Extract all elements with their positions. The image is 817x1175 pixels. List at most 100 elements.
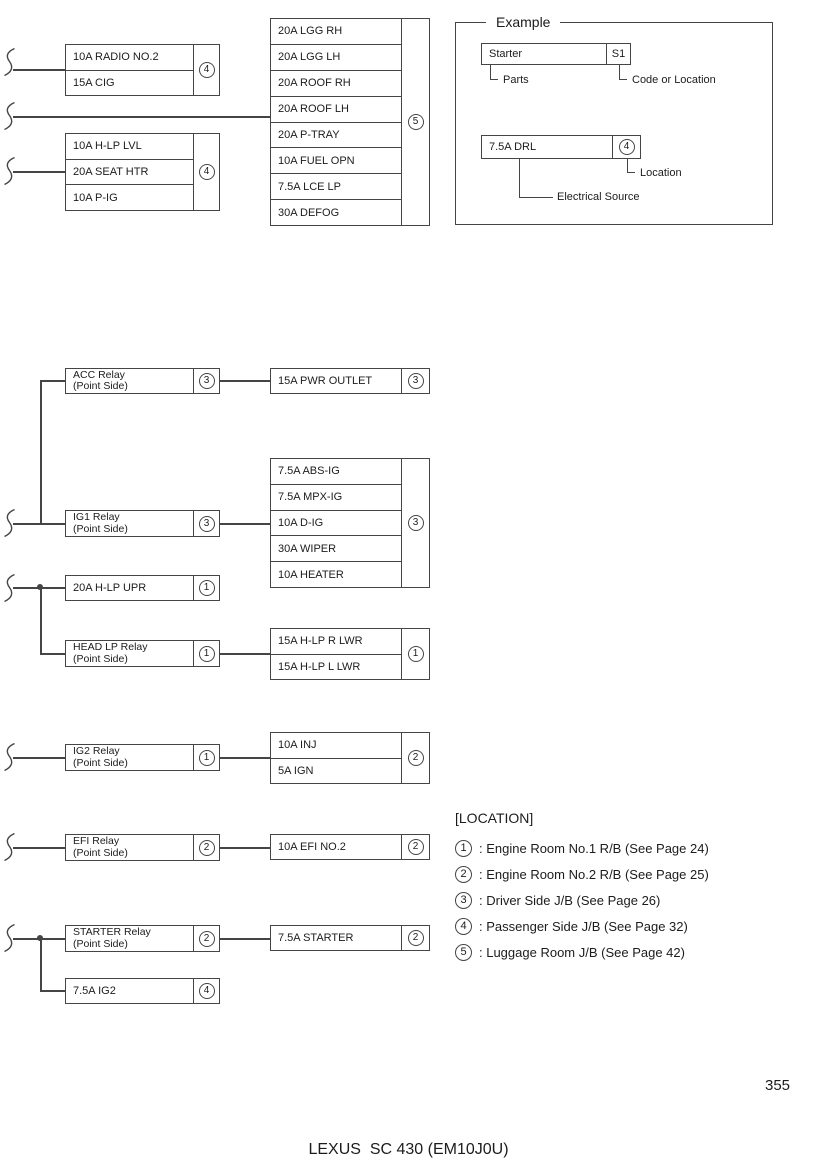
fuse-block-pwr-outlet: 15A PWR OUTLET 3 [270, 368, 430, 394]
connector-line [40, 938, 42, 991]
location-badge: 1 [455, 840, 472, 857]
relay-side: (Point Side) [73, 522, 128, 535]
location-cell: 2 [193, 926, 219, 951]
code-cell: S1 [606, 44, 630, 64]
fuse-label: 7.5A ABS-IG [271, 459, 401, 485]
fuse-label: 15A CIG [73, 76, 115, 89]
legend-item: 4 : Passenger Side J/B (See Page 32) [455, 918, 688, 935]
fuse-label: 10A RADIO NO.2 [66, 45, 193, 71]
relay-box-ig2: IG2 Relay (Point Side) 1 [65, 744, 220, 771]
fuse-block-hlp-upr: 20A H-LP UPR 1 [65, 575, 220, 601]
location-cell: 1 [193, 745, 219, 770]
relay-name: EFI Relay [73, 835, 120, 847]
connector-line [13, 171, 65, 173]
connector-line [13, 847, 65, 849]
legend-item: 5 : Luggage Room J/B (See Page 42) [455, 944, 685, 961]
location-cell: 3 [193, 369, 219, 393]
location-badge: 3 [198, 373, 215, 389]
relay-side: (Point Side) [73, 756, 128, 769]
wire-break-icon [3, 832, 16, 867]
relay-box-starter: STARTER Relay (Point Side) 2 [65, 925, 220, 952]
location-badge: 5 [455, 944, 472, 961]
callout-electrical-source: Electrical Source [557, 191, 640, 203]
location-badge: 2 [407, 839, 424, 855]
wire-break-icon [3, 156, 16, 191]
legend-title: [LOCATION] [455, 810, 534, 826]
connector-line [220, 847, 270, 849]
location-badge: 1 [198, 645, 215, 662]
fuse-label: 10A HEATER [278, 568, 344, 581]
wire-break-icon [3, 923, 16, 958]
callout-elbow [619, 65, 627, 80]
location-badge: 2 [198, 839, 215, 856]
fuse-block-hlp-lwr: 15A H-LP R LWR 15A H-LP L LWR 1 [270, 628, 430, 680]
wire-break-icon [3, 742, 16, 777]
page-number: 355 [765, 1077, 791, 1094]
fuse-label: 15A H-LP L LWR [278, 660, 361, 673]
location-badge: 2 [198, 930, 215, 947]
callout-code: Code or Location [632, 74, 716, 86]
page-footer: LEXUS SC 430 (EM10J0U) [308, 1141, 509, 1158]
relay-name: ACC Relay [73, 368, 125, 381]
location-badge: 1 [198, 580, 215, 596]
connector-line [13, 69, 65, 71]
callout-parts: Parts [503, 74, 529, 86]
location-badge: 2 [407, 750, 424, 766]
connector-line [13, 523, 65, 525]
connector-line [220, 523, 270, 525]
wire-break-icon [3, 508, 16, 543]
example-panel: Example Starter S1 Parts Code or Locatio… [455, 14, 773, 225]
connector-line [40, 990, 65, 992]
legend-text: : Engine Room No.2 R/B (See Page 25) [479, 867, 709, 882]
fuse-block-hlp: 10A H-LP LVL 20A SEAT HTR 10A P-IG 4 [65, 133, 220, 211]
fuse-label: 7.5A STARTER [278, 932, 354, 944]
location-badge: 4 [618, 139, 635, 155]
location-badge: 1 [407, 646, 424, 662]
fuse-label: 7.5A IG2 [73, 985, 116, 997]
fuse-block-luggage: 20A LGG RH 20A LGG LH 20A ROOF RH 20A RO… [270, 18, 430, 226]
location-badge: 1 [198, 749, 215, 766]
fuse-label: 20A ROOF LH [271, 97, 401, 123]
connector-line [40, 587, 42, 654]
relay-box-head-lp: HEAD LP Relay (Point Side) 1 [65, 640, 220, 667]
location-badge: 5 [407, 114, 424, 130]
location-badge: 2 [455, 866, 472, 883]
relay-side: (Point Side) [73, 937, 128, 950]
connector-line [220, 938, 270, 940]
relay-box-acc: ACC Relay (Point Side) 3 [65, 368, 220, 394]
location-cell: 2 [401, 835, 429, 859]
example-source-label: 7.5A DRL [489, 141, 537, 153]
location-cell: 4 [193, 979, 219, 1003]
fuse-label: 20A P-TRAY [271, 123, 401, 149]
callout-location: Location [640, 167, 682, 179]
location-cell: 4 [612, 136, 640, 158]
fuse-block-ig2-fuse: 7.5A IG2 4 [65, 978, 220, 1004]
fuse-label: 10A P-IG [73, 191, 118, 204]
wire-break-icon [3, 573, 16, 608]
location-badge: 3 [407, 515, 424, 531]
connector-line [40, 380, 42, 524]
relay-side: (Point Side) [73, 380, 128, 392]
location-cell: 1 [193, 576, 219, 600]
location-cell: 1 [193, 641, 219, 666]
location-cell: 2 [401, 733, 429, 783]
fuse-label: 30A WIPER [271, 536, 401, 563]
location-cell: 1 [401, 629, 429, 679]
legend-item: 1 : Engine Room No.1 R/B (See Page 24) [455, 840, 709, 857]
location-badge: 4 [198, 62, 215, 78]
fuse-label: 10A D-IG [271, 511, 401, 537]
code-label: S1 [611, 48, 626, 60]
relay-name: IG2 Relay [73, 745, 120, 757]
location-cell: 4 [193, 134, 219, 210]
connector-line [13, 757, 65, 759]
location-badge: 2 [407, 930, 424, 946]
location-badge: 4 [198, 164, 215, 180]
location-cell: 3 [401, 459, 429, 587]
fuse-label: 10A H-LP LVL [66, 134, 193, 160]
connector-line [13, 116, 270, 118]
relay-box-ig1: IG1 Relay (Point Side) 3 [65, 510, 220, 537]
callout-elbow [627, 159, 635, 173]
fuse-block-ig1: 7.5A ABS-IG 7.5A MPX-IG 10A D-IG 30A WIP… [270, 458, 430, 588]
fuse-label: 7.5A LCE LP [271, 174, 401, 201]
legend-item: 3 : Driver Side J/B (See Page 26) [455, 892, 660, 909]
